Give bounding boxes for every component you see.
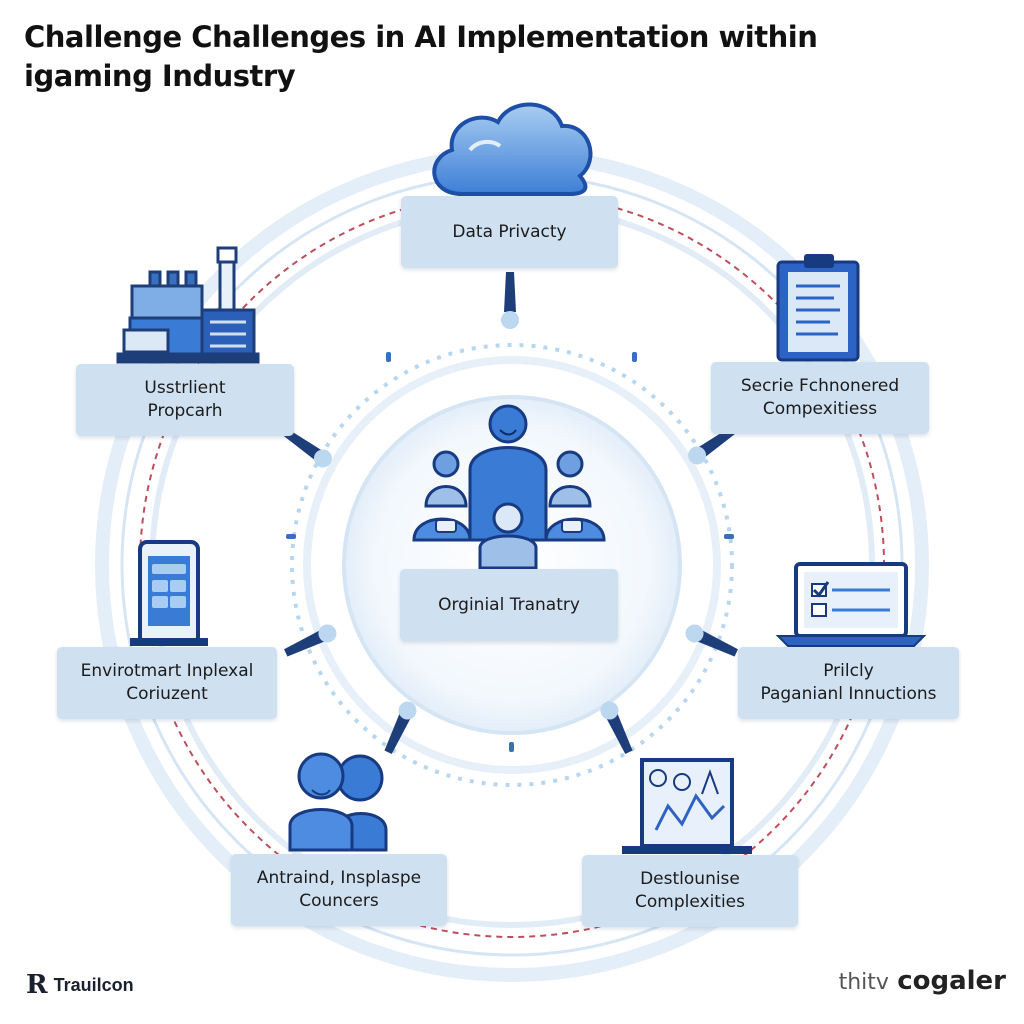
title-line-2: igaming Industry (24, 59, 296, 93)
node-center: Orginial Tranatry (400, 569, 618, 641)
node-top-right-line-2: Compexitiess (762, 399, 878, 419)
footer-brand-left: R Trauilcon (26, 970, 134, 1000)
node-mid-right-line-2: Paganianl Innuctions (760, 684, 937, 704)
pin-bottom-right (600, 701, 633, 754)
node-top-label: Data Privacty (452, 221, 567, 242)
page-title: Challenge Challenges in AI Implementatio… (24, 18, 824, 96)
monitor-chart-icon (622, 758, 752, 854)
pin-top-left (282, 428, 332, 468)
clipboard-icon (776, 254, 860, 362)
node-mid-left: Envirotmart Inplexal Coriuzent (57, 647, 277, 719)
cloud-icon (432, 102, 593, 196)
node-top-right: Secrie Fchnonered Compexitiess (711, 362, 929, 434)
team-robots-icon (412, 404, 606, 570)
pin-top (501, 272, 519, 329)
node-mid-left-line-2: Coriuzent (126, 684, 208, 704)
node-bottom-left: Antraind, Insplaspe Councers (231, 854, 447, 926)
node-top: Data Privacty (401, 196, 618, 268)
node-mid-right-line-1: Prilcly (823, 661, 874, 681)
smartphone-icon (130, 540, 208, 646)
node-bottom-right-line-1: Destlounise (640, 869, 740, 889)
brand-name: Trauilcon (53, 974, 134, 995)
footer-brand-right: thitv cogaler (839, 966, 1006, 996)
brand-logo-icon: R (26, 970, 48, 1000)
people-icon (288, 752, 388, 852)
pin-mid-right (685, 624, 738, 657)
node-top-left-line-2: Propcarh (147, 401, 223, 421)
node-center-label: Orginial Tranatry (438, 594, 580, 615)
node-bottom-left-line-1: Antraind, Insplaspe (256, 868, 422, 888)
node-bottom-left-line-2: Councers (299, 891, 379, 911)
pin-bottom-left (384, 701, 417, 754)
brand-right-prefix: thitv (838, 970, 889, 995)
node-mid-left-line-1: Envirotmart Inplexal (80, 661, 254, 681)
pin-mid-left (284, 624, 337, 657)
node-bottom-right: Destlounise Complexities (582, 855, 798, 927)
brand-right-name: cogaler (897, 966, 1006, 996)
factory-icon (116, 246, 260, 364)
node-top-left-line-1: Usstrlient (144, 378, 226, 398)
node-top-right-line-1: Secrie Fchnonered (740, 376, 900, 396)
node-bottom-right-line-2: Complexities (635, 892, 745, 912)
node-mid-right: Prilcly Paganianl Innuctions (738, 647, 959, 719)
node-top-left: Usstrlient Propcarh (76, 364, 294, 436)
laptop-checklist-icon (775, 562, 927, 647)
title-line-1: Challenge Challenges in AI Implementatio… (24, 20, 818, 54)
